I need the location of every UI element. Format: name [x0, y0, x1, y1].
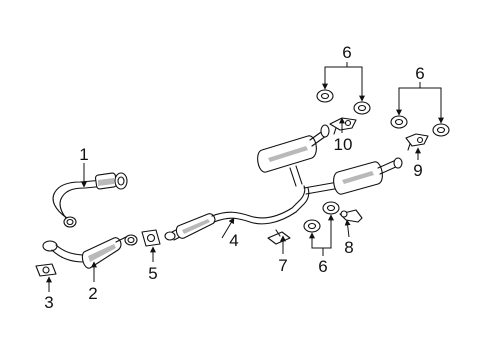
- callout-1: 1: [79, 145, 88, 164]
- callout-5: 5: [148, 264, 157, 283]
- insulator-right-left: [390, 115, 408, 129]
- callout-4: 4: [229, 231, 238, 250]
- hanger-bracket: [339, 209, 363, 223]
- muffler-upper: [257, 124, 330, 187]
- callout-8: 8: [344, 238, 353, 257]
- insulator-right-right: [432, 123, 450, 137]
- hanger-upper: [329, 117, 357, 135]
- insulator-top-left: [316, 89, 334, 103]
- insulator-bottom-left: [303, 219, 321, 233]
- callout-6-bottom: 6: [318, 257, 327, 276]
- callout-6-right: 6: [415, 64, 424, 83]
- insulator-top-right: [353, 101, 371, 115]
- gasket-middle: [141, 229, 161, 247]
- gasket-left: [35, 263, 57, 277]
- callout-9: 9: [413, 161, 422, 180]
- insulator-bottom-right: [322, 201, 340, 215]
- intermediate-pipe: [164, 185, 310, 241]
- callout-6-top: 6: [342, 43, 351, 62]
- callout-10: 10: [334, 135, 353, 154]
- muffler-lower: [303, 157, 403, 195]
- callout-7: 7: [278, 256, 287, 275]
- hanger-right: [405, 133, 429, 151]
- leader-lines: [46, 62, 444, 292]
- front-exhaust-pipe: [52, 172, 128, 228]
- callout-2: 2: [88, 284, 97, 303]
- callout-3: 3: [44, 293, 53, 312]
- catalytic-converter: [42, 234, 138, 269]
- clamp: [267, 229, 291, 245]
